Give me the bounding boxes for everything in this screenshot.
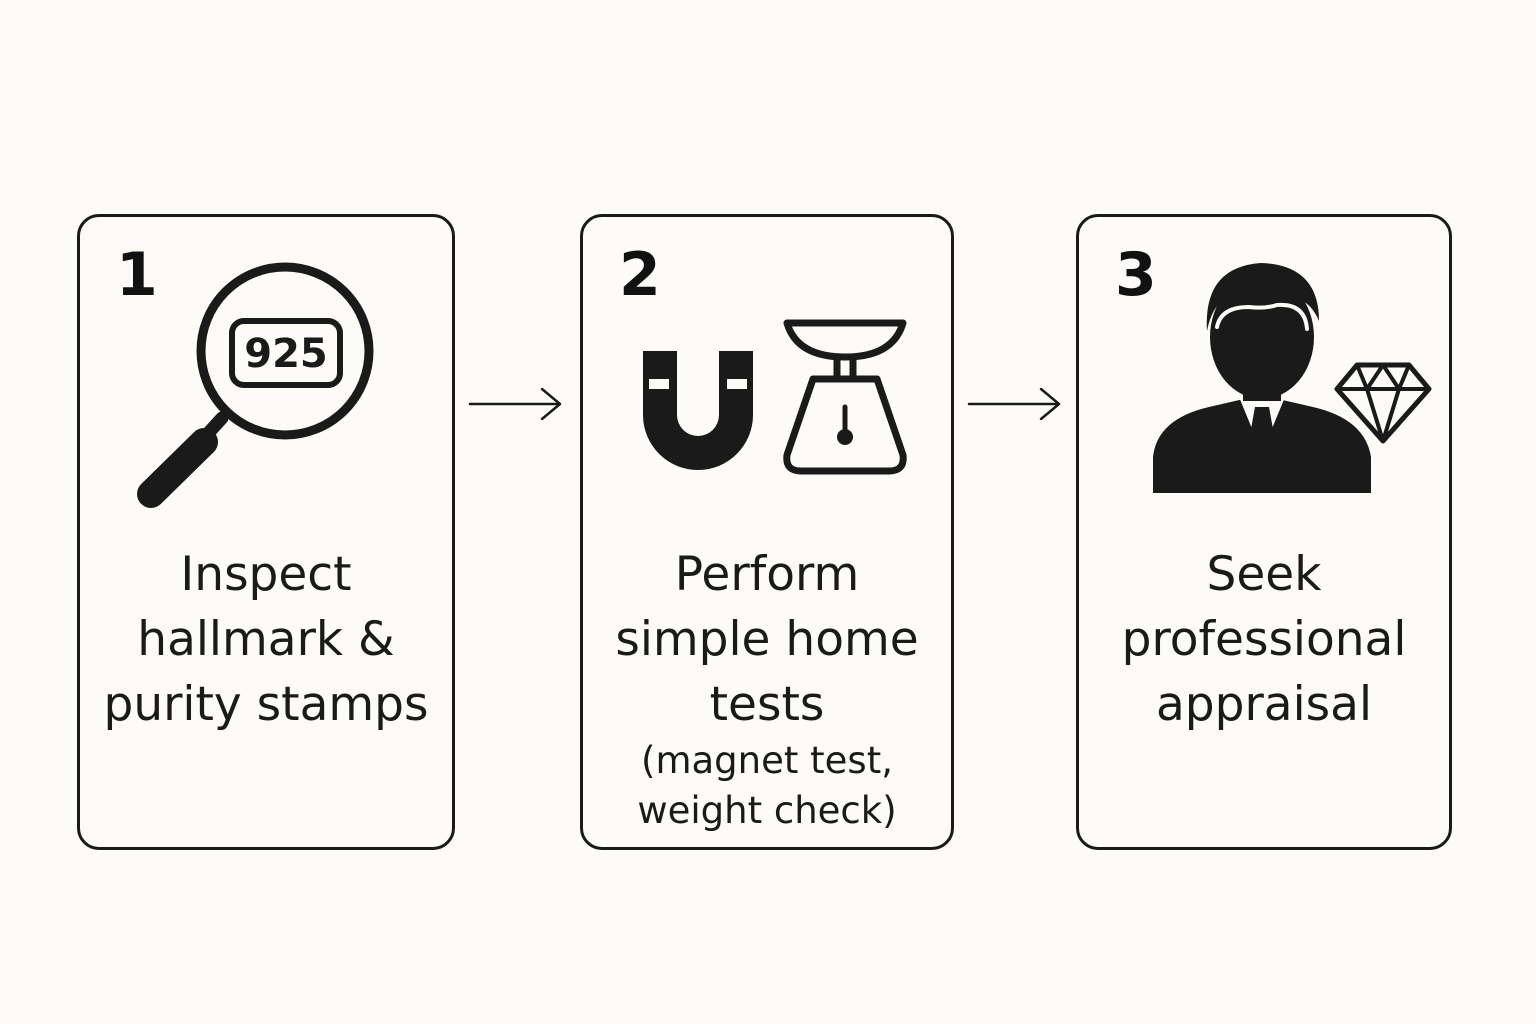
scale-icon	[783, 319, 907, 475]
step-sublabel-line: weight check)	[637, 789, 897, 832]
step-sublabel: (magnet test, weight check)	[583, 736, 951, 836]
step-label: Inspect hallmark & purity stamps	[80, 542, 452, 737]
step-label-line: purity stamps	[103, 677, 429, 732]
diamond-icon	[1334, 362, 1432, 444]
magnifying-glass-icon: 925	[137, 262, 374, 508]
step-label: Seek professional appraisal	[1079, 542, 1449, 737]
step-number: 3	[1115, 240, 1157, 310]
step-label-line: tests	[709, 677, 825, 732]
step-card-3: 3 Seek professional appraisal	[1076, 214, 1452, 850]
step-label-line: appraisal	[1156, 677, 1372, 732]
step-card-1: 1 925 Inspect hallmark & purity stamps	[77, 214, 455, 850]
step-number: 2	[619, 240, 661, 310]
step-number: 1	[116, 240, 158, 310]
hallmark-text: 925	[244, 331, 328, 377]
hallmark-stamp	[229, 318, 343, 388]
step-label-line: Seek	[1206, 547, 1322, 602]
step-label-line: simple home	[615, 612, 919, 667]
step-label-line: Perform	[674, 547, 860, 602]
step-label-line: hallmark &	[137, 612, 395, 667]
appraiser-person-icon	[1153, 263, 1371, 493]
step-label-line: professional	[1121, 612, 1407, 667]
arrow-right-icon	[967, 388, 1061, 420]
step-card-2: 2 Perform simple home tests (magnet test…	[580, 214, 954, 850]
step-sublabel-line: (magnet test,	[641, 739, 893, 782]
arrow-right-icon	[468, 388, 562, 420]
step-label-line: Inspect	[180, 547, 352, 602]
step-label: Perform simple home tests	[583, 542, 951, 737]
magnet-icon	[643, 351, 753, 470]
